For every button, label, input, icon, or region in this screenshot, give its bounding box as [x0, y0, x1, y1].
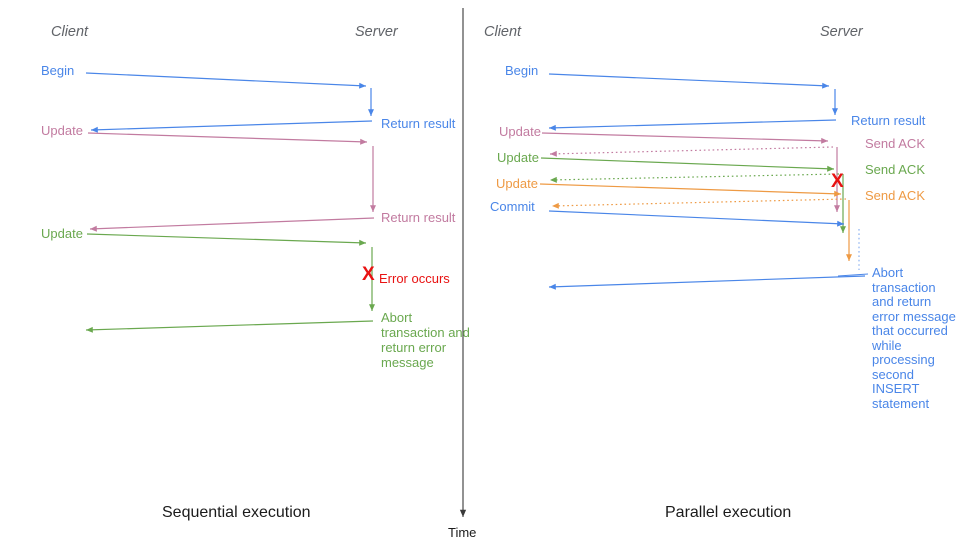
right-begin-label: Begin [505, 63, 539, 78]
left-begin-request-arrow [85, 72, 367, 89]
right-update2-ack-arrow [549, 173, 840, 183]
left-abort-return-arrow [85, 320, 374, 333]
right-send-ack-1-label: Send ACK [865, 136, 925, 151]
left-return-result-1-label: Return result [381, 116, 456, 131]
left-update1-request-arrow [87, 132, 368, 145]
left-client-header: Client [51, 24, 89, 40]
right-commit-label: Commit [490, 199, 535, 214]
right-update-2-label: Update [497, 150, 539, 165]
right-commit-request-arrow [548, 210, 845, 227]
right-update1-ack-arrow [549, 146, 834, 157]
right-abort-message: Abort transaction and return error messa… [872, 265, 956, 411]
left-error-occurs-label: Error occurs [379, 271, 450, 286]
left-panel-title: Sequential execution [162, 504, 311, 521]
right-error-x-icon: X [831, 171, 844, 192]
right-abort-return-arrow [548, 275, 866, 290]
left-update-1-label: Update [41, 123, 83, 138]
right-send-ack-2-label: Send ACK [865, 162, 925, 177]
left-server-header: Server [355, 24, 398, 40]
left-error-x-icon: X [362, 264, 375, 285]
time-axis-label: Time [448, 525, 477, 540]
right-send-ack-3-label: Send ACK [865, 188, 925, 203]
right-server-header: Server [820, 24, 863, 40]
right-update2-request-arrow [540, 157, 835, 172]
left-begin-label: Begin [41, 63, 75, 78]
left-begin-return-arrow [90, 120, 373, 133]
right-update1-request-arrow [541, 132, 829, 144]
right-update-1-label: Update [499, 124, 541, 139]
right-abort-landing-line [837, 273, 869, 277]
right-update3-request-arrow [539, 183, 842, 197]
left-update2-request-arrow [86, 233, 367, 246]
right-client-header: Client [484, 24, 522, 40]
left-update-2-label: Update [41, 226, 83, 241]
right-update3-ack-arrow [551, 198, 847, 209]
right-begin-request-arrow [548, 73, 830, 89]
right-panel-title: Parallel execution [665, 504, 792, 521]
left-return-result-2-label: Return result [381, 210, 456, 225]
right-update-3-label: Update [496, 176, 538, 191]
left-abort-message: Abort transaction and return error messa… [381, 310, 470, 370]
left-update1-return-arrow [89, 217, 375, 232]
right-begin-return-arrow [548, 119, 837, 131]
right-return-result-label: Return result [851, 113, 926, 128]
